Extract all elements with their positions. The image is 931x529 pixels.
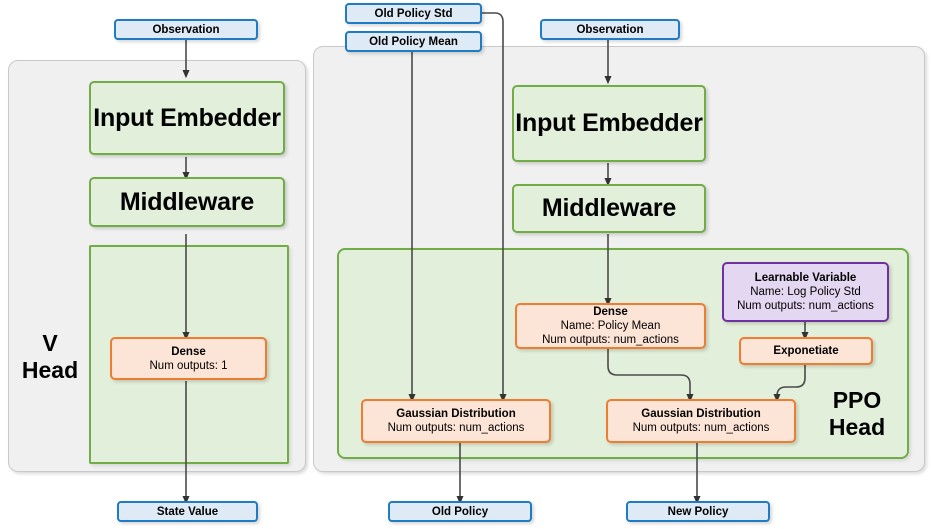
input-old-policy-mean-label: Old Policy Mean — [369, 35, 458, 48]
input-old-policy-std-label: Old Policy Std — [374, 7, 453, 20]
input-old-policy-std[interactable]: Old Policy Std — [345, 3, 482, 24]
ppo-head-input-embedder-label: Input Embedder — [515, 109, 703, 137]
v-head-dense-title: Dense — [171, 345, 206, 358]
ppo-head-gaussian-new-num-outputs: Num outputs: num_actions — [632, 422, 770, 434]
ppo-head-gaussian-distribution-new[interactable]: Gaussian Distribution Num outputs: num_a… — [606, 399, 796, 443]
v-head-label: V Head — [14, 330, 86, 384]
ppo-head-dense-policy-mean-num-outputs: Num outputs: num_actions — [542, 334, 679, 346]
input-observation-ppo-head[interactable]: Observation — [540, 19, 680, 40]
ppo-head-exponetiate-label: Exponetiate — [773, 345, 839, 357]
ppo-head-gaussian-distribution-old[interactable]: Gaussian Distribution Num outputs: num_a… — [361, 399, 551, 443]
ppo-head-label: PPO Head — [812, 387, 902, 441]
v-head-input-embedder-label: Input Embedder — [93, 103, 281, 132]
v-head-dense-num-outputs: Num outputs: 1 — [149, 359, 228, 372]
input-observation-v-head[interactable]: Observation — [114, 19, 258, 40]
ppo-head-exponetiate[interactable]: Exponetiate — [739, 337, 873, 365]
v-head-middleware-label: Middleware — [119, 187, 255, 216]
ppo-head-middleware[interactable]: Middleware — [512, 184, 706, 233]
input-old-policy-mean[interactable]: Old Policy Mean — [345, 31, 482, 52]
output-new-policy-label: New Policy — [667, 505, 729, 518]
ppo-head-learnable-variable-num-outputs: Num outputs: num_actions — [737, 300, 874, 312]
v-head-label-line2: Head — [21, 357, 79, 383]
output-new-policy[interactable]: New Policy — [626, 501, 770, 522]
ppo-head-learnable-variable[interactable]: Learnable Variable Name: Log Policy Std … — [722, 262, 889, 322]
input-observation-ppo-head-label: Observation — [576, 23, 644, 36]
ppo-head-gaussian-new-title: Gaussian Distribution — [641, 408, 761, 420]
ppo-head-gaussian-old-num-outputs: Num outputs: num_actions — [387, 422, 525, 434]
ppo-head-dense-policy-mean-title: Dense — [593, 306, 628, 318]
v-head-label-line1: V — [42, 330, 58, 356]
v-head-dense[interactable]: Dense Num outputs: 1 — [110, 337, 267, 380]
ppo-head-label-line1: PPO — [832, 387, 882, 413]
ppo-head-middleware-label: Middleware — [541, 194, 677, 222]
ppo-head-label-line2: Head — [828, 414, 886, 440]
ppo-head-learnable-variable-name: Name: Log Policy Std — [750, 286, 861, 298]
output-old-policy[interactable]: Old Policy — [388, 501, 532, 522]
ppo-head-input-embedder[interactable]: Input Embedder — [512, 85, 706, 162]
output-state-value-label: State Value — [156, 505, 219, 518]
ppo-head-gaussian-old-title: Gaussian Distribution — [396, 408, 516, 420]
v-head-middleware[interactable]: Middleware — [89, 177, 285, 227]
v-head-input-embedder[interactable]: Input Embedder — [89, 81, 285, 155]
input-observation-v-head-label: Observation — [152, 23, 220, 36]
ppo-head-learnable-variable-title: Learnable Variable — [754, 272, 857, 284]
output-old-policy-label: Old Policy — [431, 505, 489, 518]
ppo-head-dense-policy-mean-name: Name: Policy Mean — [560, 320, 661, 332]
ppo-head-dense-policy-mean[interactable]: Dense Name: Policy Mean Num outputs: num… — [515, 303, 706, 349]
output-state-value[interactable]: State Value — [117, 501, 258, 522]
